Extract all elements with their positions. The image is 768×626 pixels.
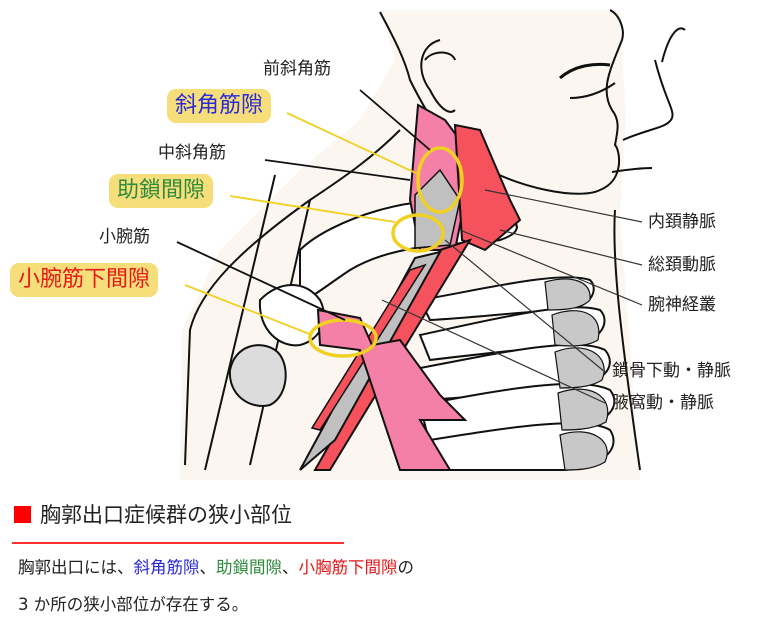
eyebrow [559,62,611,80]
brachial-plexus-leader [459,229,643,306]
humeral-head [228,344,287,407]
costoclavicular-tag-connector [229,195,396,223]
label-middle-scalene: 中斜角筋 [158,143,226,163]
caption-heading-text: 胸郭出口症候群の狭小部位 [40,503,292,527]
label-axillary-vessels: 腋窩動・静脈 [612,393,714,413]
middle-scalene-leader [264,159,411,181]
caption-line1-prefix: 胸郭出口には、 [18,558,134,577]
separator: 、 [199,558,217,577]
label-internal-jugular-vein: 内頚静脈 [648,212,716,232]
nose [625,60,725,150]
shoulder-outline [184,129,401,466]
mouth [611,167,653,173]
term-subpectoral-space: 小胸筋下間隙 [298,558,398,577]
anterior-scalene-leader [359,89,431,151]
label-common-carotid-artery: 総頚動脈 [648,255,716,275]
pectoralis-minor-leader [176,241,346,321]
tag-subpectoral-space: 小腕筋下間隙 [10,263,159,297]
costal-cartilage [544,278,609,471]
red-square-marker-icon [14,506,31,523]
tag-scalene-space: 斜角筋隙 [167,89,272,123]
head-outline [379,9,624,195]
caption-line-2: 3 か所の狭小部位が存在する。 [18,595,249,614]
costoclavicular-space-highlight [391,213,445,253]
ear [420,39,456,113]
anatomy-figure: 前斜角筋 斜角筋隙 中斜角筋 助鎖間隙 小腕筋 小腕筋下間隙 内頚静脈 総頚動脈… [10,9,731,480]
label-pectoralis-minor: 小腕筋 [99,227,150,247]
heading-underline [12,542,344,544]
pectoralis-minor [316,308,468,471]
label-anterior-scalene: 前斜角筋 [263,59,331,79]
caption-line-1: 胸郭出口には、斜角筋隙、助鎖間隙、小胸筋下間隙の [18,558,415,577]
axillary-leader [381,299,606,404]
term-scalene-space: 斜角筋隙 [133,558,200,577]
common-carotid-leader [499,229,643,266]
tag-costoclavicular-space: 助鎖間隙 [109,174,214,208]
subclavian-leader [444,239,606,373]
separator: 、 [282,558,299,577]
caption-line1-suffix: の [397,558,415,577]
scalene-tag-connector [286,112,421,176]
term-costoclavicular-space: 助鎖間隙 [216,558,282,577]
subpectoral-tag-connector [184,284,313,336]
caption-heading: 胸郭出口症候群の狭小部位 [14,505,292,526]
internal-jugular-leader [484,189,643,223]
middle-scalene-gray [414,168,461,249]
label-brachial-plexus: 腕神経叢 [648,295,716,315]
neck-front [613,209,641,471]
scalene-space-highlight [416,146,464,214]
sternocleidomastoid-red [453,123,522,252]
eye [569,82,616,99]
thoracic-outlet-illustration [176,9,725,480]
label-subclavian-vessels: 鎖骨下動・静脈 [612,361,731,381]
